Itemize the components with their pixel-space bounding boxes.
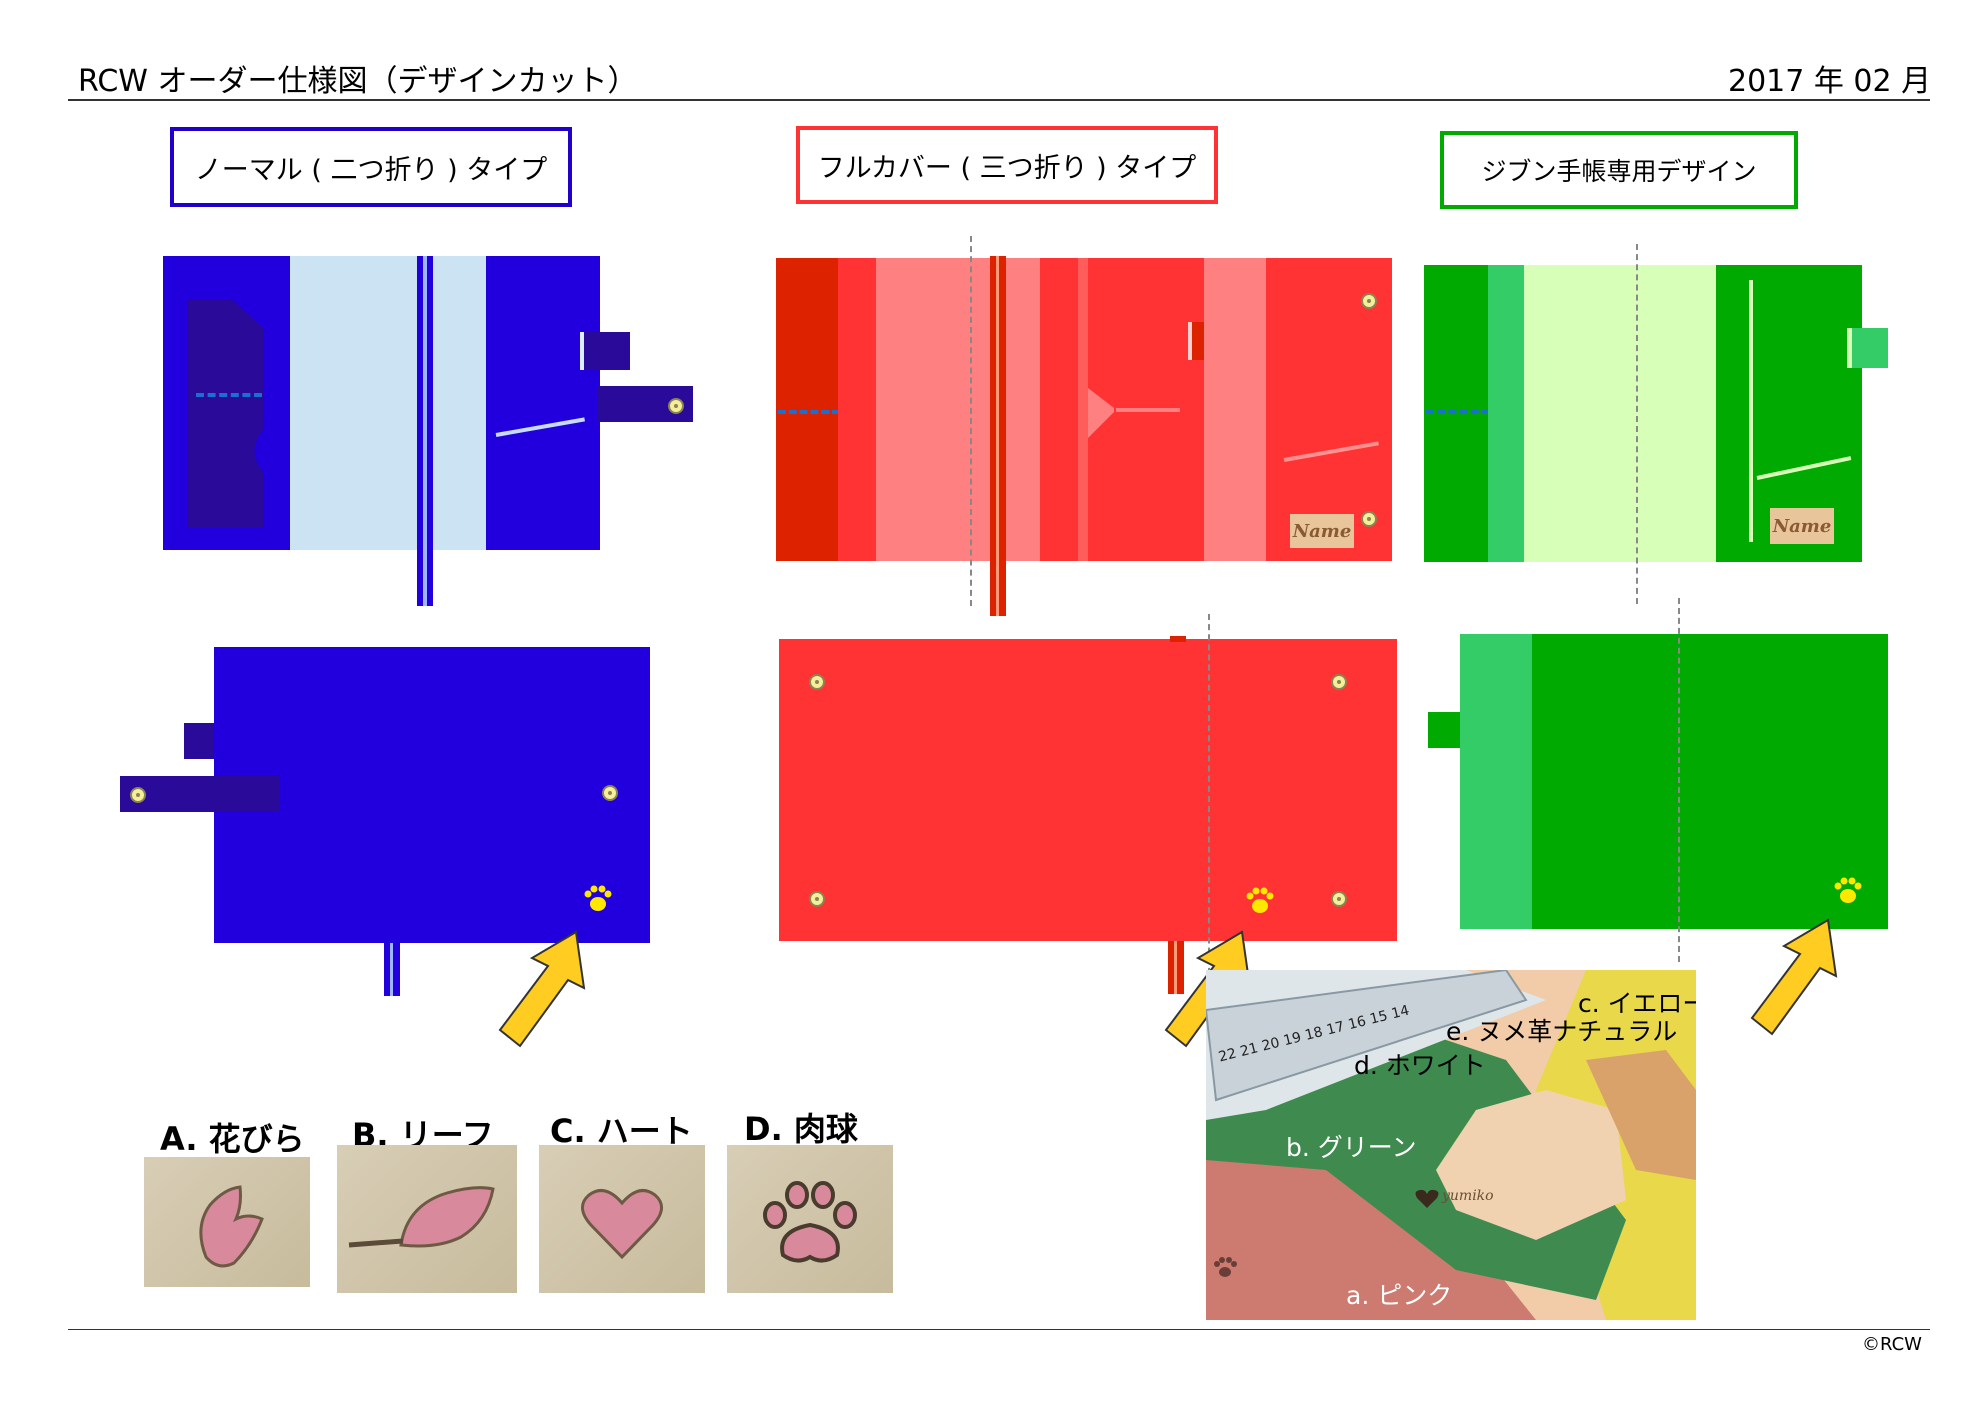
color-label-pink: a. ピンク [1346,1281,1453,1310]
cut-label-paw: D. 肉球 [744,1110,858,1148]
jibun-vertical-slit [1749,280,1753,542]
normal-strap-snap-outer [130,787,146,803]
paw-cut-icon [1214,1257,1237,1277]
fullcover-name-tag: Name [1290,514,1354,548]
fullcover-left-stitch [778,410,840,414]
paw-cut-icon [1246,887,1274,913]
jibun-name-tag: Name [1770,508,1834,544]
normal-card-pocket [188,300,263,528]
jibun-outer-cover [1532,634,1888,929]
fullcover-snap-bottom [1361,511,1377,527]
leather-color-photo: 22 21 20 19 18 17 16 15 14 c. イエロー e. ヌメ… [1206,970,1696,1320]
page-title: RCW オーダー仕様図（デザインカット） [78,64,638,99]
page-date: 2017 年 02 月 [1728,64,1932,99]
fullcover-fold-line [970,236,972,606]
fullcover-outer-snap-2 [809,891,825,907]
normal-outer-loop [184,723,214,759]
fullcover-pocket-light [876,258,1040,561]
normal-pen-loop [584,332,630,370]
fullcover-outer-snap-1 [809,674,825,690]
type-label-fullcover: フルカバー ( 三つ折り ) タイプ [796,126,1218,204]
normal-outer-cover [214,647,650,943]
normal-outer-strap [120,776,280,812]
fullcover-outer-snap-4 [1331,891,1347,907]
header-rule [68,99,1930,101]
jibun-outer-loop [1428,712,1460,748]
jibun-outer-flap [1460,634,1532,929]
color-label-natural: e. ヌメ革ナチュラル [1446,1017,1678,1046]
cut-sample-heart [539,1145,705,1293]
heart-cut-icon [581,1189,663,1260]
color-label-white: d. ホワイト [1354,1051,1486,1080]
copyright: ©RCW [1862,1334,1922,1355]
cut-position-arrow-icon [498,930,586,1048]
fullcover-outer-fold-line [1208,614,1210,984]
normal-strap-snap [668,398,684,414]
normal-left-stitch [196,393,262,397]
cut-position-arrow-icon [1750,918,1838,1036]
fullcover-snap-top [1361,293,1377,309]
fullcover-edge-panel [776,258,838,561]
cut-sample-leaf [337,1145,517,1293]
normal-right-panel [486,256,600,550]
footer-rule [68,1329,1930,1330]
jibun-pocket-light [1524,265,1716,562]
heart-cut-icon [1415,1189,1439,1208]
paw-cut-icon [763,1181,857,1263]
normal-cover-snap [602,785,618,801]
color-label-yellow: c. イエロー [1578,989,1696,1018]
petal-cut-icon [199,1185,264,1268]
type-label-normal: ノーマル ( 二つ折り ) タイプ [170,127,572,207]
cut-label-petal: A. 花びら [160,1120,305,1158]
type-label-jibun: ジブン手帳専用デザイン [1440,131,1798,209]
fullcover-right-light [1204,258,1266,561]
cut-label-heart: C. ハート [550,1112,693,1150]
jibun-pen-loop [1852,328,1888,368]
fullcover-outer-cover [779,639,1397,941]
color-label-green: b. グリーン [1286,1133,1417,1162]
paw-cut-icon [584,885,612,911]
normal-spine-light [290,256,486,550]
cut-sample-petal [144,1157,310,1287]
jibun-outer-fold-line [1678,598,1680,962]
paw-cut-icon [1834,877,1862,903]
jibun-fold-line [1636,244,1638,604]
jibun-left-stitch [1426,410,1490,414]
stamp-text: yumiko [1442,1188,1494,1204]
fullcover-outer-snap-3 [1331,674,1347,690]
leaf-cut-icon [348,1186,495,1248]
cut-sample-paw [727,1145,893,1293]
